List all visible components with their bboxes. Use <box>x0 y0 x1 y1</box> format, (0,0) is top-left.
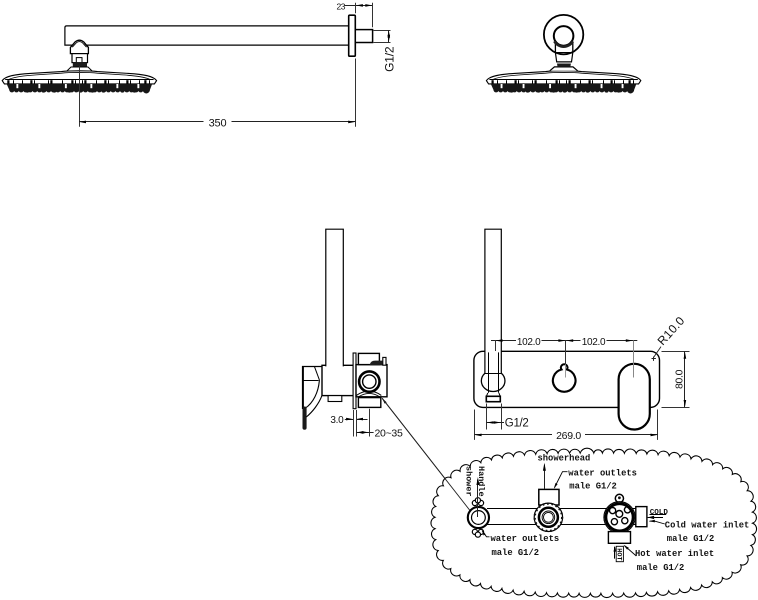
svg-text:23: 23 <box>336 1 345 11</box>
svg-text:male G1/2: male G1/2 <box>492 548 540 558</box>
svg-text:350: 350 <box>209 117 227 129</box>
svg-text:80.0: 80.0 <box>674 369 686 389</box>
svg-text:Cold water inlet: Cold water inlet <box>665 521 749 531</box>
svg-text:G1/2: G1/2 <box>383 46 397 72</box>
svg-text:male G1/2: male G1/2 <box>667 534 715 544</box>
svg-text:male G1/2: male G1/2 <box>569 482 617 492</box>
svg-text:3.0: 3.0 <box>330 415 344 426</box>
svg-text:COLD: COLD <box>650 509 669 517</box>
svg-text:showerhead: showerhead <box>538 454 591 464</box>
svg-text:20~35: 20~35 <box>375 428 403 440</box>
svg-text:water outlets: water outlets <box>568 469 637 479</box>
svg-text:269.0: 269.0 <box>556 430 581 442</box>
svg-text:HOT: HOT <box>614 548 622 560</box>
svg-text:male G1/2: male G1/2 <box>637 563 685 573</box>
svg-text:Hot water inlet: Hot water inlet <box>635 549 714 559</box>
svg-text:water outlets: water outlets <box>491 534 560 544</box>
svg-text:G1/2: G1/2 <box>505 418 529 430</box>
svg-text:Handle: Handle <box>476 466 486 497</box>
svg-text:shower: shower <box>464 466 474 497</box>
svg-text:102.0: 102.0 <box>517 337 541 348</box>
svg-text:102.0: 102.0 <box>582 337 606 348</box>
